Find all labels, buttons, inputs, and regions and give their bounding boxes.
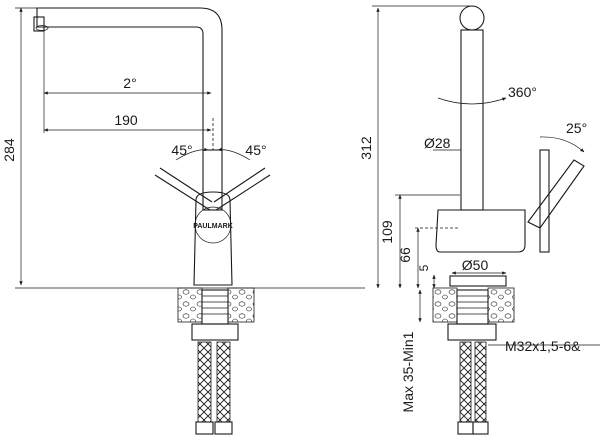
right-hose-end-2 — [472, 421, 489, 435]
left-hose-2 — [216, 341, 231, 423]
right-thread-lines — [457, 295, 488, 315]
left-hose-1 — [197, 341, 212, 423]
lever-height-label: 66 — [397, 247, 413, 263]
thread-label: M32x1,5-6& — [505, 338, 581, 354]
left-hose-end-2 — [214, 421, 233, 435]
left-lever-left — [154, 174, 211, 211]
left-angle-arc-right — [217, 147, 251, 161]
left-spout-tip — [33, 16, 45, 32]
left-mounting-nut — [191, 323, 239, 341]
right-lever-vertical — [539, 149, 550, 253]
lever-angle-label: 25° — [566, 120, 587, 136]
left-hose-end-1 — [195, 421, 214, 435]
left-thread-lines — [202, 295, 228, 315]
left-lever-right-edge — [213, 167, 266, 203]
left-spout-aerator — [35, 25, 49, 31]
spout-diameter-label: Ø28 — [424, 135, 451, 151]
base-gap-label: 5 — [417, 264, 431, 271]
left-lever-right — [215, 174, 271, 211]
right-counter-stone-left — [432, 287, 458, 323]
left-angle-arc-left — [175, 147, 209, 161]
right-mounting-nut — [447, 323, 497, 341]
right-view: 360° Ø28 25° Ø50 312 109 66 5 — [358, 5, 600, 435]
right-counter-stone-right — [487, 287, 515, 323]
mount-thickness-label: Max 35-Min1 — [400, 331, 416, 412]
left-view: PAULMARK 45° 45° 2° 190 284 — [1, 7, 365, 435]
right-hose-end-1 — [457, 421, 474, 435]
left-lever-left-edge — [159, 167, 213, 203]
left-angle-label: 2° — [123, 75, 136, 91]
left-counter-stone-right — [227, 287, 255, 323]
right-body — [435, 209, 526, 253]
lever-angle-arc — [539, 136, 585, 153]
right-lever-tilted — [527, 159, 585, 229]
right-spout-top — [459, 5, 485, 31]
logo-disc — [194, 206, 232, 244]
left-neck — [202, 149, 223, 211]
left-height-label: 284 — [1, 138, 17, 162]
body-height-label: 109 — [379, 220, 395, 244]
base-diameter-label: Ø50 — [462, 257, 489, 273]
reach-label: 190 — [114, 112, 138, 128]
right-height-label: 312 — [358, 136, 374, 160]
rotation-label: 360° — [508, 84, 537, 100]
left-counter-stone-left — [177, 287, 203, 323]
left-lever-angle-left: 45° — [171, 142, 192, 158]
right-spout-column — [460, 29, 484, 211]
right-hose-1 — [459, 341, 472, 423]
right-base-plate — [449, 275, 507, 287]
left-body — [193, 191, 233, 286]
left-threaded-mount — [201, 289, 229, 325]
right-threaded-mount — [456, 289, 489, 325]
rotation-arc — [437, 97, 507, 105]
left-lever-angle-right: 45° — [245, 142, 266, 158]
right-hose-2 — [474, 341, 487, 423]
brand-logo: PAULMARK — [193, 223, 233, 230]
